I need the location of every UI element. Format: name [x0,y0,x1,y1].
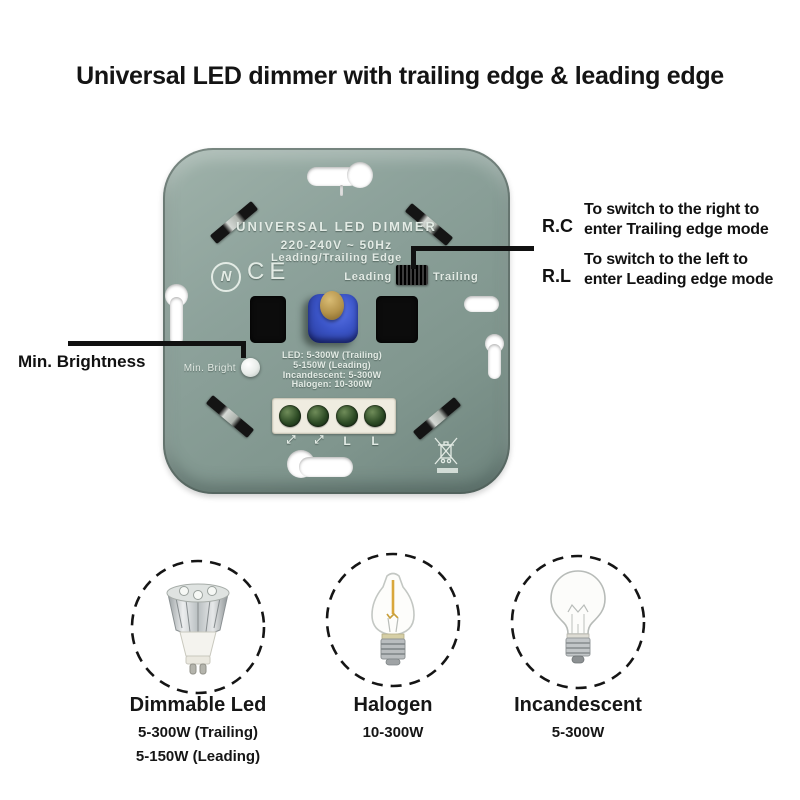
terminal-screw-4[interactable] [364,405,386,427]
min-bright-print: Min. Bright [183,363,236,374]
incandescent-name: Incandescent [514,694,642,716]
rating-halogen: Halogen: 10-300W [291,379,373,390]
left-keyhole-slot [170,297,183,345]
leading-switch-label: Leading [344,271,392,283]
led-spot-bulb-icon [166,583,230,675]
weee-crossed-bin-icon [434,437,458,465]
top-keyhole-slit [340,185,343,196]
terminal-screw-2[interactable] [307,405,329,427]
rating-led-leading: 5-150W (Leading) [293,359,371,370]
n-certification-mark: N [211,262,241,292]
trailing-switch-label: Trailing [433,271,479,283]
rc-description-line2: enter Trailing edge mode [584,221,769,238]
mode-slide-switch[interactable] [396,265,428,285]
rl-label: R.L [542,266,571,286]
right-keyhole-slot [488,344,501,379]
halogen-bulb-icon [371,572,415,666]
dimmable-led-ring [130,559,266,695]
terminal-label-live-2: L [371,434,379,448]
min-brightness-label: Min. Brightness [18,352,146,371]
halogen-spec: 10-300W [362,724,424,741]
switch-callout-elbow [411,246,416,269]
min-brightness-callout-elbow [241,341,246,358]
device-name-print: UNIVERSAL LED DIMMER [236,219,437,234]
ce-certification-mark: CE [247,258,291,285]
rl-description-line1: To switch to the left to [584,251,748,268]
weee-bar [437,468,458,473]
halogen-card: Halogen 10-300W [303,694,483,741]
rating-incandescent: Incandescent: 5-300W [282,369,382,380]
halogen-name: Halogen [353,694,433,716]
dimmable-led-spec-leading: 5-150W (Leading) [135,748,261,765]
device-edge-modes-print: Leading/Trailing Edge [270,252,403,264]
terminal-screw-1[interactable] [279,405,301,427]
terminal-label-lamp-1: ⤢ [286,434,296,446]
bottom-keyhole-slot [299,457,353,477]
halogen-ring [325,552,461,688]
dimmable-led-name: Dimmable Led [129,694,267,716]
page-title: Universal LED dimmer with trailing edge … [76,62,724,90]
right-oval-hole [464,296,499,312]
rc-label: R.C [542,216,573,236]
incandescent-spec: 5-300W [551,724,605,741]
incandescent-card: Incandescent 5-300W [488,694,668,741]
rl-description-line2: enter Leading edge mode [584,271,774,288]
rc-description: To switch to the right to enter Trailing… [584,200,769,240]
device-voltage-print: 220-240V ~ 50Hz [280,238,393,252]
rating-led-trailing: LED: 5-300W (Trailing) [282,350,382,360]
rl-description: To switch to the left to enter Leading e… [584,250,773,290]
incandescent-bulb-icon [550,570,606,664]
min-brightness-screw[interactable] [241,358,260,377]
load-ratings-print: LED: 5-300W (Trailing) 5-150W (Leading) … [270,350,394,390]
terminal-label-lamp-2: ⤢ [314,434,324,446]
min-brightness-callout-line [68,341,246,346]
terminal-screw-3[interactable] [336,405,358,427]
dimmer-knob-shaft[interactable] [320,291,344,320]
top-keyhole-circle [347,162,373,188]
terminal-label-live-1: L [343,434,351,448]
switch-callout-line [411,246,534,251]
left-mounting-opening [250,296,286,343]
dimmable-led-card: Dimmable Led 5-300W (Trailing) 5-150W (L… [108,694,288,765]
top-keyhole-slot [307,167,359,186]
incandescent-ring [510,554,646,690]
rc-description-line1: To switch to the right to [584,201,760,218]
right-mounting-opening [376,296,418,343]
dimmable-led-spec-trailing: 5-300W (Trailing) [137,724,259,741]
